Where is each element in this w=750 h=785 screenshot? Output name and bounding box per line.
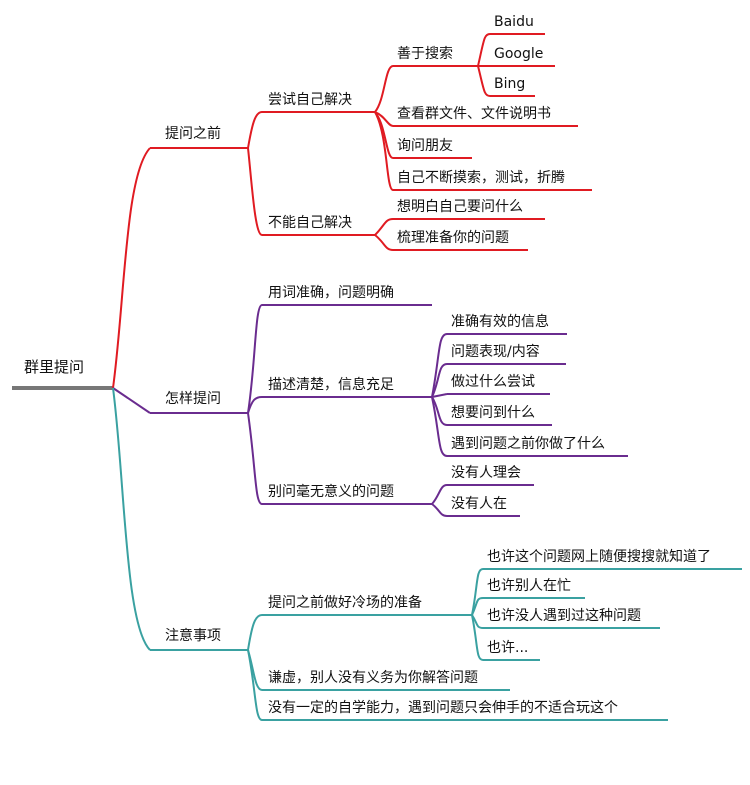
connector-b1-sub2 bbox=[247, 147, 263, 236]
connector-busy bbox=[471, 597, 484, 616]
connector-tried bbox=[431, 393, 448, 398]
b1-sub2-item-think: 想明白自己要问什么 bbox=[397, 199, 523, 215]
b2-sub2-item-before: 遇到问题之前你做了什么 bbox=[451, 435, 605, 452]
b1-sub1-item-explore: 自己不断摸索，测试，折腾 bbox=[397, 169, 565, 186]
b2-sub2-item-symptom: 问题表现/内容 bbox=[451, 343, 540, 360]
b1-sub2-item-organize: 梳理准备你的问题 bbox=[397, 229, 509, 246]
branch-1-lines bbox=[112, 33, 592, 389]
connector-b3-sub1 bbox=[247, 614, 263, 651]
connector-noreply bbox=[431, 484, 448, 505]
connector-bing bbox=[477, 65, 491, 97]
b3-sub1-item-nobody-met: 也许没人遇到过这种问题 bbox=[487, 607, 641, 624]
b3-sub1-item-searchable: 也许这个问题网上随便搜搜就知道了 bbox=[487, 548, 711, 565]
connector-b2-sub2 bbox=[247, 396, 263, 414]
b3-sub1-item-busy: 也许别人在忙 bbox=[487, 578, 571, 594]
branch-3-lines bbox=[112, 387, 742, 721]
connector-b2-sub3 bbox=[247, 412, 263, 505]
b1-sub1-item-friends: 询问朋友 bbox=[397, 138, 453, 154]
b3-sub1-item-maybe: 也许... bbox=[487, 640, 528, 656]
connector-explore bbox=[374, 111, 394, 191]
connector-before bbox=[431, 396, 448, 457]
search-item-bing: Bing bbox=[494, 76, 525, 92]
search-item-google: Google bbox=[494, 46, 543, 62]
b2-sub1-label: 用词准确，问题明确 bbox=[268, 285, 394, 301]
search-item-baidu: Baidu bbox=[494, 14, 534, 30]
b3-sub3-label: 没有一定的自学能力，遇到问题只会伸手的不适合玩这个 bbox=[268, 699, 618, 716]
b1-sub2-label: 不能自己解决 bbox=[268, 215, 352, 231]
b3-sub2-label: 谦虚，别人没有义务为你解答问题 bbox=[268, 669, 478, 686]
search-label: 善于搜索 bbox=[397, 45, 453, 62]
b2-sub2-item-goal: 想要问到什么 bbox=[451, 405, 535, 421]
b2-sub2-item-tried: 做过什么尝试 bbox=[451, 374, 535, 390]
connector-goal bbox=[431, 396, 448, 426]
b1-sub1-item-docs: 查看群文件、文件说明书 bbox=[397, 106, 551, 122]
connector-search bbox=[374, 65, 394, 113]
branch-3-label: 注意事项 bbox=[165, 627, 221, 644]
connector-searchable bbox=[471, 568, 484, 616]
b2-sub3-item-noreply: 没有人理会 bbox=[451, 465, 521, 481]
root-topic: 群里提问 bbox=[24, 358, 84, 376]
connector-nobody bbox=[431, 503, 448, 517]
connector-b3-sub3 bbox=[247, 649, 263, 721]
b2-sub2-item-info: 准确有效的信息 bbox=[451, 313, 549, 330]
connector-think bbox=[374, 218, 394, 236]
connector-root-b2 bbox=[112, 387, 151, 414]
connector-symptom bbox=[431, 363, 448, 398]
branch-1-label: 提问之前 bbox=[165, 125, 221, 142]
b2-sub2-label: 描述清楚，信息充足 bbox=[268, 376, 394, 393]
branch-2-lines bbox=[112, 304, 628, 517]
b2-sub3-label: 别问毫无意义的问题 bbox=[268, 483, 394, 500]
connector-root-b1 bbox=[112, 147, 151, 389]
connector-b2-sub1 bbox=[247, 304, 263, 414]
connector-b1-sub1 bbox=[247, 111, 263, 149]
connector-docs bbox=[374, 111, 394, 127]
b3-sub1-label: 提问之前做好冷场的准备 bbox=[268, 594, 422, 611]
connector-organize bbox=[374, 234, 394, 251]
connector-maybe bbox=[471, 614, 484, 661]
branch-2-label: 怎样提问 bbox=[165, 391, 221, 407]
connector-baidu bbox=[477, 33, 491, 67]
b2-sub3-item-nobody: 没有人在 bbox=[451, 496, 507, 512]
connector-info bbox=[431, 333, 448, 398]
b1-sub1-label: 尝试自己解决 bbox=[268, 92, 352, 108]
connector-root-b3 bbox=[112, 387, 151, 651]
